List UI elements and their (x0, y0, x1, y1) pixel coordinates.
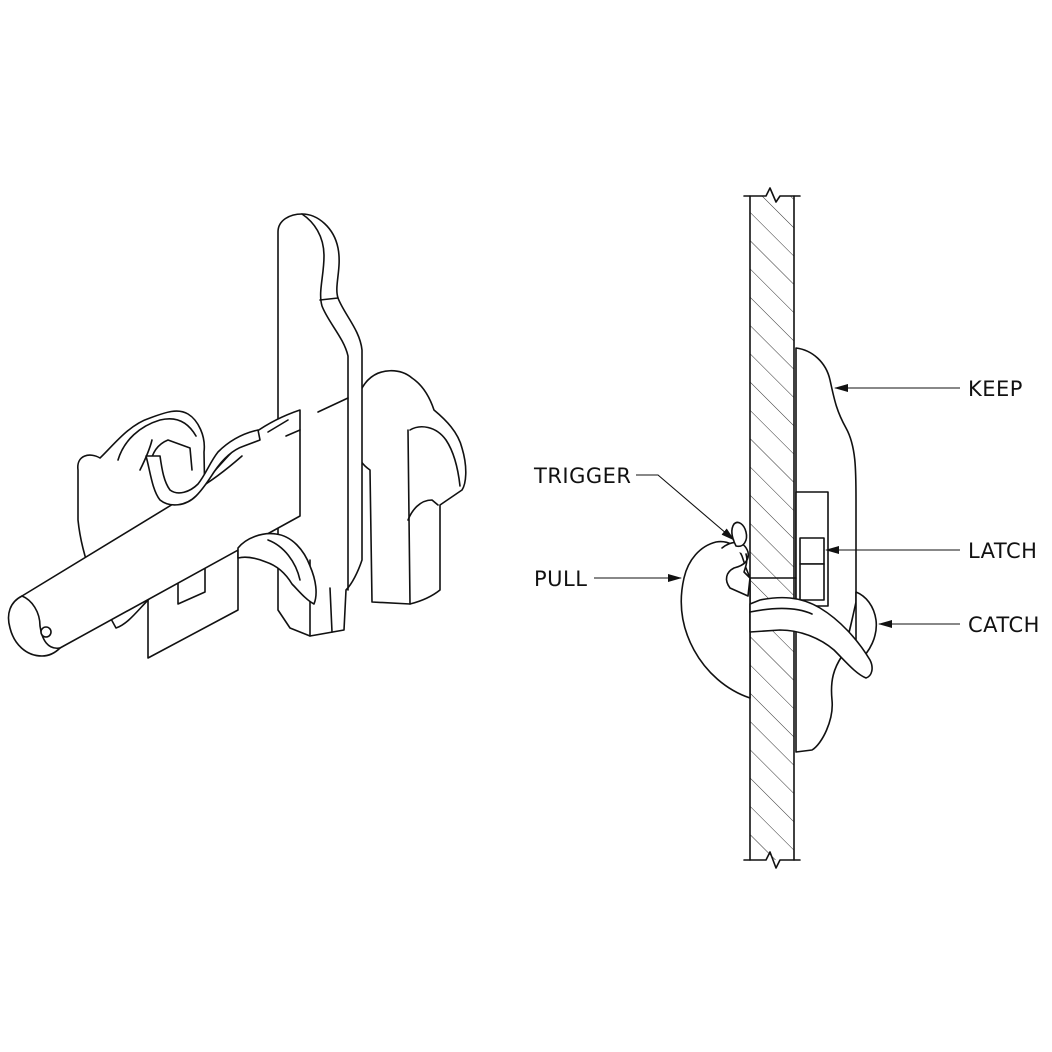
isometric-latch-view (7, 213, 467, 659)
door-section (743, 187, 801, 869)
iso-back-plate (351, 369, 467, 605)
iso-catch-hook (237, 532, 317, 605)
section-view: KEEP LATCH CATCH TRIGGER PULL (533, 187, 1040, 869)
trigger-label: TRIGGER (533, 464, 632, 488)
section-pull (680, 540, 797, 699)
section-labels: KEEP LATCH CATCH TRIGGER PULL (533, 377, 1040, 637)
section-latch (795, 491, 829, 607)
section-leaders (594, 384, 960, 628)
iso-front-plate (277, 213, 363, 637)
trigger-leader (636, 474, 735, 541)
keep-label: KEEP (968, 377, 1023, 401)
latch-label: LATCH (968, 539, 1037, 563)
pull-label: PULL (534, 567, 587, 591)
catch-label: CATCH (968, 613, 1040, 637)
section-trigger (731, 521, 873, 679)
iso-trigger (145, 429, 261, 506)
